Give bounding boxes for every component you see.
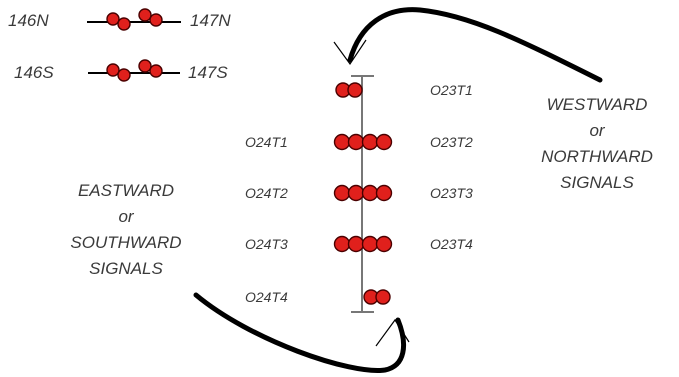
legend-south-lamp [138, 59, 152, 73]
westward-label-line: SIGNALS [560, 173, 634, 192]
signal-lamp [347, 235, 365, 253]
legend: 146N 147N 146S 147S [8, 8, 231, 82]
signal-lamp [333, 235, 351, 253]
legend-south-left-label: 146S [14, 63, 54, 82]
signal-lamp [361, 235, 379, 253]
westward-arrow-head [333, 39, 367, 66]
signal-label-right: O23T4 [430, 236, 473, 252]
westward-label-line: NORTHWARD [541, 147, 653, 166]
signal-label-right: O23T1 [430, 82, 473, 98]
legend-south-right-label: 147S [188, 63, 228, 82]
eastward-arrow-head [375, 318, 410, 347]
signal-label-right: O23T3 [430, 185, 473, 201]
signal-label-left: O24T1 [245, 134, 288, 150]
legend-north-lamp [117, 17, 131, 31]
signal-lamp [361, 184, 379, 202]
legend-north-lamp [149, 13, 163, 27]
legend-south-lamp [149, 64, 163, 78]
eastward-label-line: EASTWARD [78, 181, 174, 200]
signal-lamp [333, 184, 351, 202]
signal-lamp [347, 133, 365, 151]
legend-north-lamp [138, 8, 152, 22]
eastward-label: EASTWARD or SOUTHWARD SIGNALS [70, 181, 181, 278]
legend-north-right-label: 147N [190, 11, 231, 30]
legend-north-lamp [106, 12, 120, 26]
eastward-arrow [193, 292, 410, 373]
eastward-label-line: SIGNALS [89, 259, 163, 278]
legend-south-lamp [117, 68, 131, 82]
westward-arrow [333, 7, 603, 83]
signal-label-right: O23T2 [430, 134, 473, 150]
left-signal-labels: O24T1 O24T2 O24T3 O24T4 [245, 134, 288, 305]
right-signal-labels: O23T1 O23T2 O23T3 O23T4 [430, 82, 473, 252]
signal-label-left: O24T2 [245, 185, 288, 201]
signal-lamp [361, 133, 379, 151]
westward-label: WESTWARD or NORTHWARD SIGNALS [541, 95, 653, 192]
signal-label-left: O24T4 [245, 289, 288, 305]
legend-south-lamp [106, 63, 120, 77]
signal-lamps [333, 82, 393, 305]
signal-lamp [347, 184, 365, 202]
signal-lamp [375, 235, 393, 253]
westward-label-line: or [589, 121, 605, 140]
eastward-arrow-curve [193, 292, 407, 373]
eastward-label-line: or [118, 207, 134, 226]
signal-lamp [347, 82, 363, 98]
signal-lamp [333, 133, 351, 151]
legend-north-left-label: 146N [8, 11, 49, 30]
signal-lamp [375, 289, 391, 305]
westward-label-line: WESTWARD [547, 95, 648, 114]
westward-arrow-curve [347, 7, 603, 83]
signal-lamp [375, 133, 393, 151]
signal-lamp [375, 184, 393, 202]
signal-label-left: O24T3 [245, 236, 288, 252]
eastward-label-line: SOUTHWARD [70, 233, 181, 252]
